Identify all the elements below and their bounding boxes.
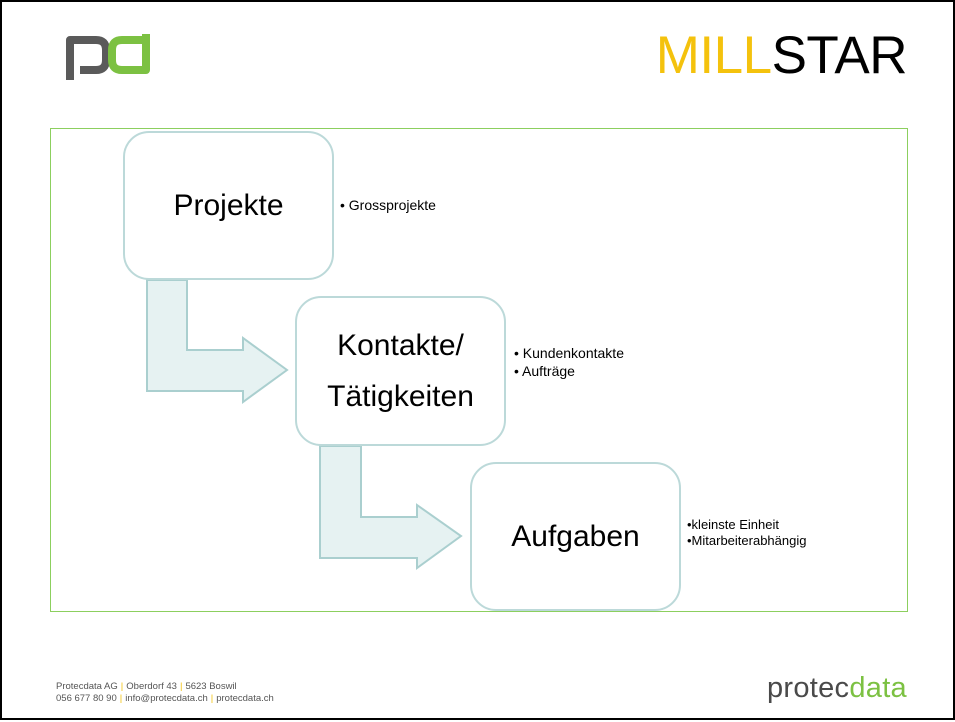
footer-website[interactable]: protecdata.ch (216, 693, 274, 704)
bullet-item: •kleinste Einheit (687, 517, 779, 532)
bullet-item: • Grossprojekte (340, 197, 436, 213)
bullet-item: •Mitarbeiterabhängig (687, 533, 807, 548)
bullet-list-aufgaben: •kleinste Einheit •Mitarbeiterabhängig (687, 517, 806, 549)
pd-logo-icon (66, 34, 150, 80)
bent-arrow-1 (146, 279, 289, 404)
footer-line-2: 056 677 80 90|info@protecdata.ch|protecd… (56, 693, 274, 705)
footer-company: Protecdata AG (56, 681, 118, 692)
step-label: Kontakte/Tätigkeiten (327, 320, 474, 422)
footer-address: Oberdorf 43 (126, 681, 177, 692)
bullet-list-projekte: • Grossprojekte (340, 196, 436, 214)
millstar-brand: MILLSTAR (655, 26, 908, 86)
step-label: Aufgaben (511, 519, 640, 553)
separator: | (210, 693, 214, 704)
logo-part1: protec (766, 672, 850, 704)
step-label: Projekte (173, 188, 284, 222)
footer-line-1: Protecdata AG|Oberdorf 43|5623 Boswil (56, 681, 274, 693)
brand-part2: STAR (771, 26, 908, 85)
content-frame (50, 128, 908, 612)
protecdata-logo: protecdata (767, 671, 907, 705)
footer-phone: 056 677 80 90 (56, 693, 117, 704)
brand-part1: MILL (655, 26, 772, 85)
bent-arrow-2 (319, 445, 463, 570)
separator: | (120, 681, 124, 692)
logo-part2: data (849, 672, 907, 704)
step-box-projekte: Projekte (123, 131, 334, 280)
bullet-list-kontakte: • Kundenkontakte • Aufträge (514, 344, 624, 380)
step-label-line1: Kontakte/ (337, 329, 464, 362)
bullet-item: • Kundenkontakte (514, 345, 624, 361)
separator: | (179, 681, 183, 692)
footer-email[interactable]: info@protecdata.ch (125, 693, 208, 704)
footer-contact: Protecdata AG|Oberdorf 43|5623 Boswil 05… (56, 681, 274, 705)
step-box-aufgaben: Aufgaben (470, 462, 681, 611)
bullet-item: • Aufträge (514, 363, 575, 379)
footer-city: 5623 Boswil (185, 681, 237, 692)
separator: | (119, 693, 123, 704)
step-label-line2: Tätigkeiten (327, 380, 474, 413)
step-box-kontakte: Kontakte/Tätigkeiten (295, 296, 506, 446)
